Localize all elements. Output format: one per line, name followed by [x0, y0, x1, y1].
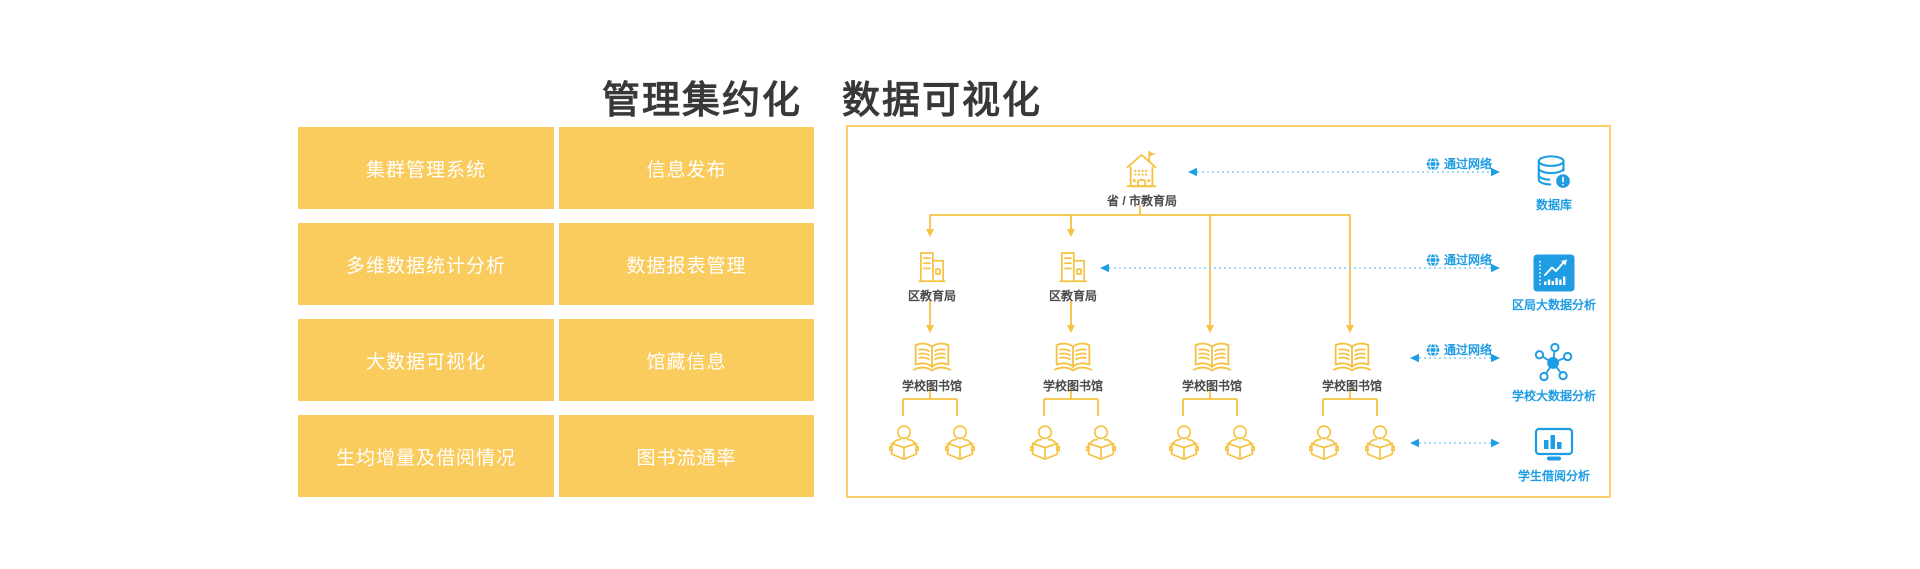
student-reader-icon [1086, 424, 1116, 467]
tree-arrowheads [926, 229, 1354, 333]
via-network-label-1: 通过网络 [1426, 155, 1492, 172]
architecture-diagram: 省 / 市教育局 区教育局 区教育局 学校图书馆 学校图书馆 学校图书馆 学校图… [846, 125, 1611, 498]
database-icon [1535, 154, 1573, 192]
node-district-bureau-1: 区教育局 [872, 247, 992, 304]
feature-button-circulation-rate[interactable]: 图书流通率 [559, 415, 814, 497]
node-school-library-2: 学校图书馆 [1013, 340, 1133, 394]
feature-button-report-management[interactable]: 数据报表管理 [559, 223, 814, 305]
open-book-icon [1053, 340, 1093, 373]
student-borrowing-label: 学生借阅分析 [1517, 469, 1590, 483]
student-reader-icon [1030, 424, 1060, 467]
monitor-barchart-icon [1534, 427, 1574, 463]
via-network-text: 通过网络 [1444, 253, 1493, 267]
globe-icon [1426, 343, 1440, 357]
feature-button-bigdata-visualization[interactable]: 大数据可视化 [298, 319, 554, 401]
open-book-icon [912, 340, 952, 373]
node-provincial-bureau: 省 / 市教育局 [1082, 150, 1202, 209]
school-bigdata-label: 学校大数据分析 [1511, 389, 1596, 403]
student-reader-icon [945, 424, 975, 467]
feature-button-multidim-stats[interactable]: 多维数据统计分析 [298, 223, 554, 305]
via-network-text: 通过网络 [1444, 343, 1493, 357]
network-arrowheads [1100, 167, 1500, 448]
feature-grid: 集群管理系统 信息发布 多维数据统计分析 数据报表管理 大数据可视化 馆藏信息 … [298, 127, 814, 497]
feature-button-info-release[interactable]: 信息发布 [559, 127, 814, 209]
node-school-library-4: 学校图书馆 [1292, 340, 1412, 394]
database-label: 数据库 [1535, 198, 1572, 212]
student-reader-icon [1169, 424, 1199, 467]
node-school-library-1: 学校图书馆 [872, 340, 992, 394]
district-bureau-label: 区教育局 [1048, 289, 1097, 303]
node-school-bigdata-analysis: 学校大数据分析 [1484, 341, 1624, 404]
district-bureau-building-icon [1056, 247, 1090, 283]
student-reader-icon [889, 424, 919, 467]
page-title: 管理集约化 数据可视化 [601, 80, 1042, 123]
district-bureau-building-icon [915, 247, 949, 283]
network-dotted-lines [1109, 171, 1491, 444]
node-school-library-3: 学校图书馆 [1152, 340, 1272, 394]
school-library-label: 学校图书馆 [1321, 379, 1382, 393]
node-student-borrowing-analysis: 学生借阅分析 [1484, 427, 1624, 484]
node-database: 数据库 [1484, 154, 1624, 213]
globe-icon [1426, 253, 1440, 267]
school-library-label: 学校图书馆 [1042, 379, 1103, 393]
connector-lines [902, 167, 1500, 448]
school-library-label: 学校图书馆 [901, 379, 962, 393]
provincial-bureau-building-icon [1124, 150, 1160, 188]
chart-growth-icon [1533, 254, 1575, 292]
school-library-label: 学校图书馆 [1181, 379, 1242, 393]
open-book-icon [1192, 340, 1232, 373]
feature-button-cluster-management[interactable]: 集群管理系统 [298, 127, 554, 209]
node-district-bigdata-analysis: 区局大数据分析 [1484, 254, 1624, 313]
student-reader-icon [1309, 424, 1339, 467]
student-reader-icon [1225, 424, 1255, 467]
student-reader-icon [1365, 424, 1395, 467]
via-network-text: 通过网络 [1444, 157, 1493, 171]
district-bureau-label: 区教育局 [907, 289, 956, 303]
via-network-label-2: 通过网络 [1426, 251, 1492, 268]
open-book-icon [1332, 340, 1372, 373]
district-bigdata-label: 区局大数据分析 [1511, 298, 1596, 312]
feature-button-collection-info[interactable]: 馆藏信息 [559, 319, 814, 401]
feature-button-per-student-borrowing[interactable]: 生均增量及借阅情况 [298, 415, 554, 497]
provincial-bureau-label: 省 / 市教育局 [1106, 194, 1177, 208]
tree-connectors [902, 205, 1378, 416]
via-network-label-3: 通过网络 [1426, 341, 1492, 358]
node-district-bureau-2: 区教育局 [1013, 247, 1133, 304]
globe-icon [1426, 157, 1440, 171]
network-hub-icon [1534, 341, 1574, 383]
